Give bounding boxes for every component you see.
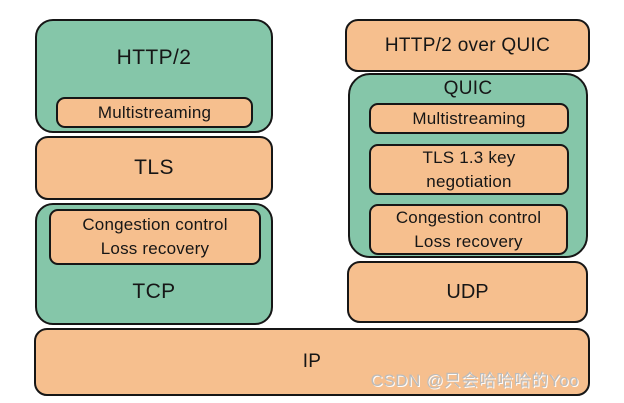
http2-multistreaming-box: Multistreaming [56,97,253,128]
quic-congestion-box: Congestion control Loss recovery [369,204,568,255]
quic-multistreaming-label: Multistreaming [412,108,526,128]
quic-tls-key-box: TLS 1.3 key negotiation [369,144,569,195]
quic-congestion-label: Congestion control Loss recovery [395,207,542,251]
tcp-congestion-label: Congestion control Loss recovery [82,215,228,258]
quic-multistreaming-box: Multistreaming [369,103,569,134]
http2-layer-box: HTTP/2 Multistreaming [35,19,273,133]
http2-multistreaming-label: Multistreaming [97,102,212,122]
tcp-label: TCP [132,280,176,303]
quic-tls-key-label: TLS 1.3 key negotiation [422,147,516,191]
http2-over-quic-label: HTTP/2 over QUIC [384,34,551,56]
watermark-text: CSDN @只会哈哈哈的Yoo [370,371,579,390]
tls-label: TLS [134,156,174,179]
tls-layer-box: TLS [35,136,273,200]
tcp-congestion-box: Congestion control Loss recovery [49,209,261,265]
udp-label: UDP [446,280,489,303]
http2-over-quic-box: HTTP/2 over QUIC [345,19,590,72]
ip-layer-box: IP CSDN @只会哈哈哈的Yoo [34,328,590,396]
udp-layer-box: UDP [347,261,588,323]
tcp-layer-box: Congestion control Loss recovery TCP [35,203,273,325]
http2-label: HTTP/2 [116,46,192,69]
ip-label: IP [302,351,322,372]
quic-label: QUIC [443,78,493,99]
quic-layer-box: QUIC Multistreaming TLS 1.3 key negotiat… [348,73,588,258]
